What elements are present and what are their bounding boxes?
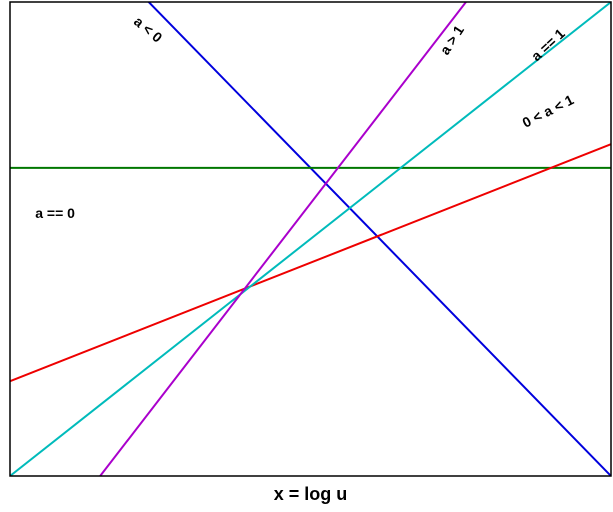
series-line-3 <box>10 2 611 476</box>
series-annotation-4: a > 1 <box>436 22 467 57</box>
series-line-4 <box>99 2 468 476</box>
x-axis-label: x = log u <box>274 484 348 504</box>
plot-frame <box>9 1 612 477</box>
series-annotation-2: 0 < a < 1 <box>520 91 577 130</box>
series-annotation-3: a == 1 <box>528 25 568 64</box>
series-layer <box>10 2 611 476</box>
series-annotation-0: a < 0 <box>131 13 166 46</box>
series-line-2 <box>10 143 611 383</box>
series-annotation-1: a == 0 <box>35 205 75 221</box>
